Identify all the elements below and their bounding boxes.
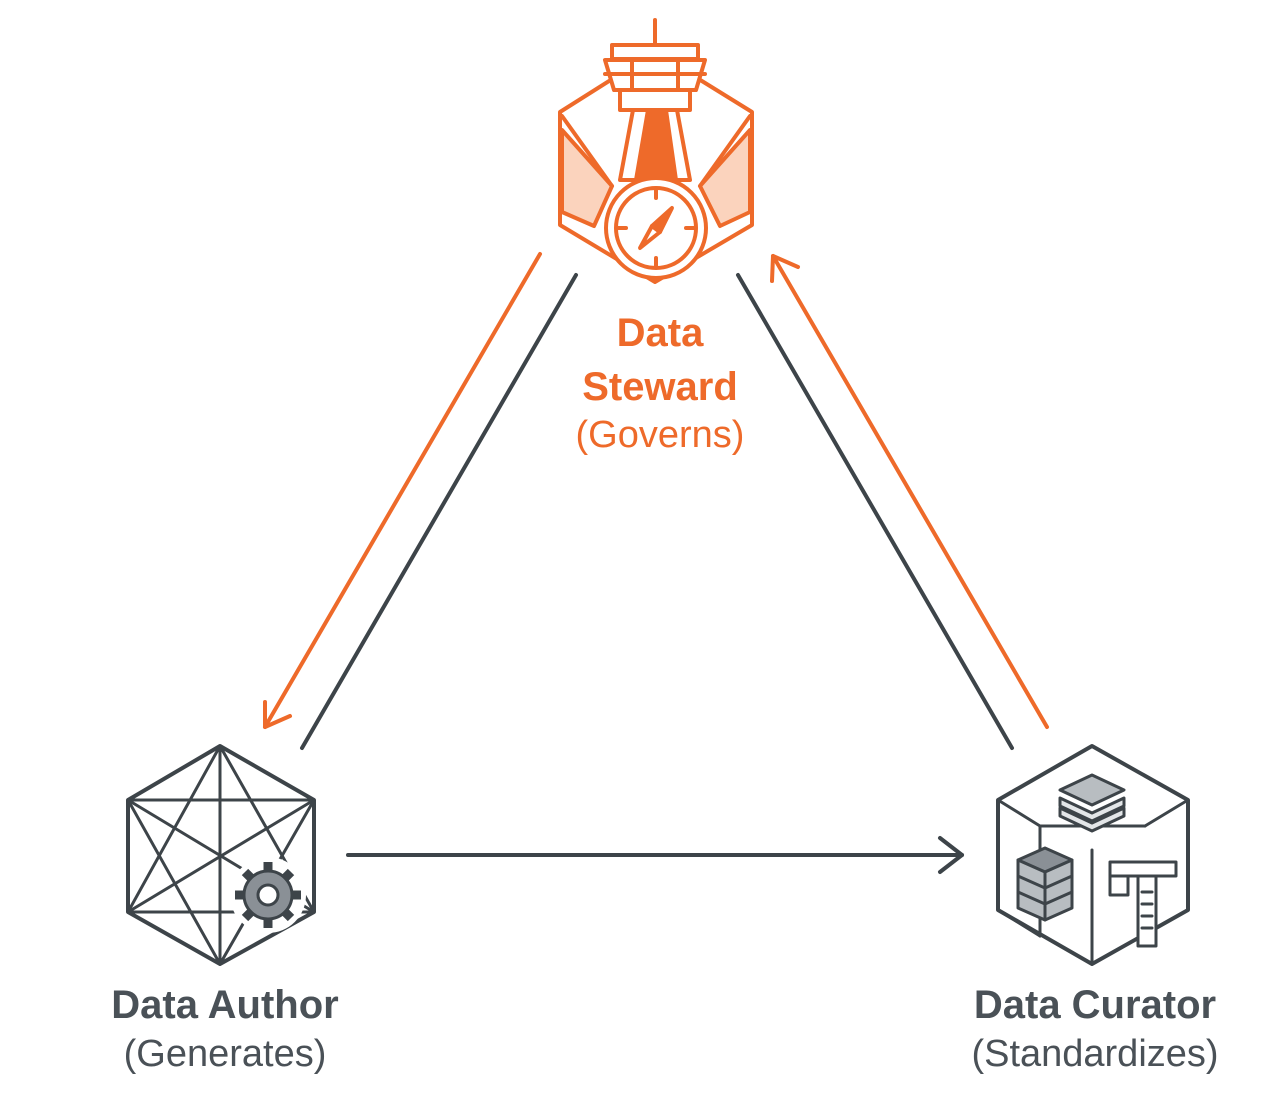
network-hexagon-gear-icon	[126, 744, 316, 966]
author-name: Data Author	[111, 983, 339, 1027]
steward-role: (Governs)	[575, 414, 745, 456]
edge-author-to-curator	[346, 836, 964, 874]
edge-steward-to-author	[263, 252, 542, 729]
node-data-author: Data Author (Generates)	[60, 985, 390, 1073]
curator-name: Data Curator	[973, 983, 1217, 1027]
control-tower-compass-icon	[558, 18, 754, 284]
curator-role: (Standardizes)	[971, 1033, 1219, 1075]
cube-layers-caliper-icon	[996, 744, 1190, 966]
edge-curator-to-steward	[770, 254, 1049, 729]
edge-curator-steward-line	[736, 273, 1014, 750]
steward-name-line2: Steward	[582, 365, 738, 409]
node-data-steward: Data Steward (Governs)	[520, 306, 800, 454]
steward-name-line1: Data	[616, 311, 704, 355]
author-role: (Generates)	[123, 1033, 327, 1075]
edge-author-steward-line	[300, 273, 578, 750]
node-data-curator: Data Curator (Standardizes)	[930, 985, 1260, 1073]
